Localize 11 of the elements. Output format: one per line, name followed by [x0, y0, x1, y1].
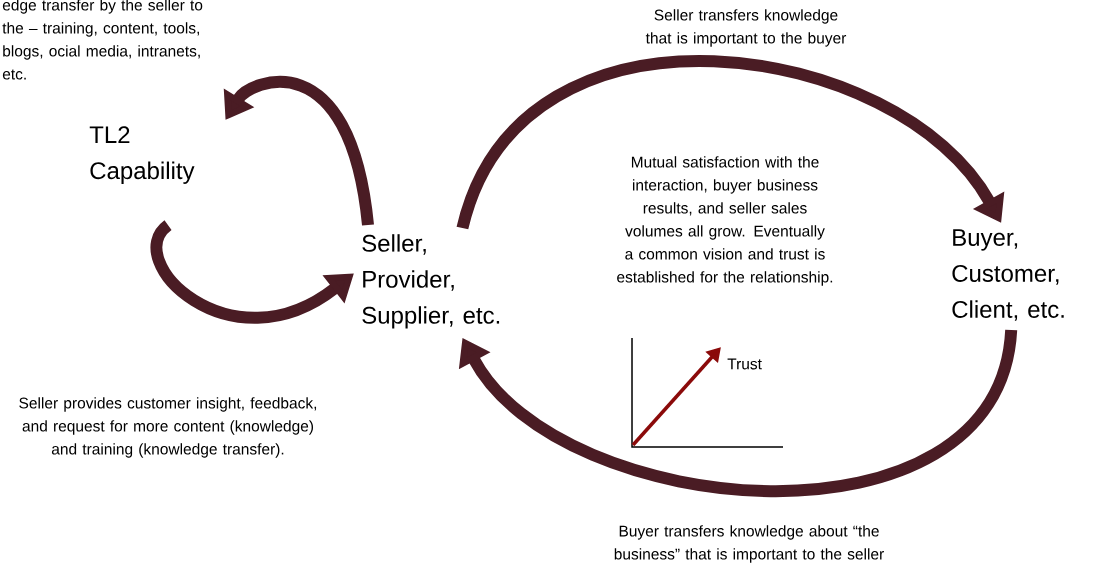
- node-label: Seller, Provider, Supplier, etc.: [362, 234, 500, 329]
- note-text: Mutual satisfaction with the interaction, buyer business results, and seller sales volumes all grow. Eventually a common vision and trust is established for the relationship.: [617, 156, 833, 286]
- note-text: edge transfer by the seller to the – training, content, tools, blogs, ocial media, intranets, etc.: [2, 0, 203, 80]
- axis-label: Trust: [727, 358, 762, 370]
- note-text: Seller transfers knowledge that is important to the buyer: [645, 9, 847, 47]
- curved-arrow: [456, 55, 1005, 231]
- curved-arrow: [458, 328, 1018, 497]
- note-text: Buyer transfers knowledge about “the business” that is important to the seller: [614, 525, 884, 563]
- note-text: Seller provides customer insight, feedback, and request for more content (knowledge) and training (knowledge transfer).: [19, 397, 317, 458]
- node-label: TL2 Capability: [89, 126, 195, 184]
- node-label: Buyer, Customer, Client, etc.: [952, 229, 1064, 321]
